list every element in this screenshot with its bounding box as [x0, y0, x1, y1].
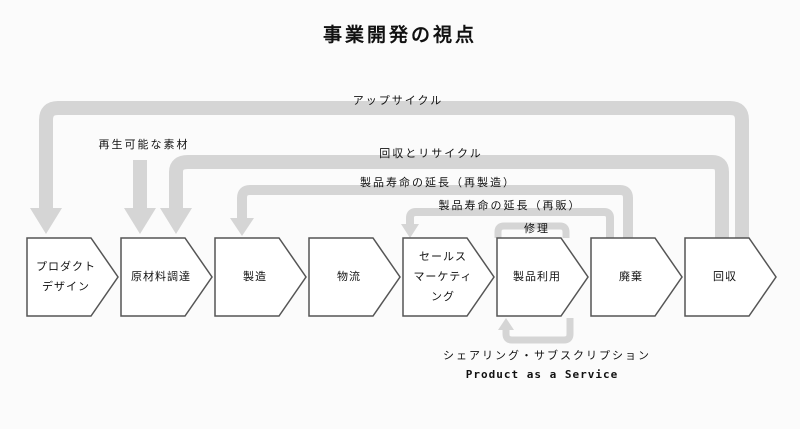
upcycle-label: アップサイクル	[352, 94, 444, 107]
sharing-label: シェアリング・サブスクリプション	[443, 349, 651, 362]
stage-raw-materials	[120, 237, 213, 317]
renewable-label: 再生可能な素材	[98, 138, 190, 151]
recycle-label: 回収とリサイクル	[379, 147, 483, 160]
remanufacture-label: 製品寿命の延長（再製造）	[360, 176, 516, 189]
recycle-loop-arrow	[169, 155, 729, 238]
stage-label-product-use: 製品利用	[513, 270, 561, 283]
resale-arrowhead	[401, 224, 419, 238]
stage-product-use	[496, 237, 589, 317]
repair-label: 修理	[524, 222, 550, 235]
resale-loop-arrow	[406, 208, 614, 238]
stage-label-manufacturing: 製造	[243, 270, 267, 283]
stage-sales-marketing	[402, 237, 495, 317]
page-title: 事業開発の視点	[322, 24, 477, 46]
upcycle-loop-arrow	[39, 101, 749, 238]
stage-label-disposal: 廃棄	[619, 270, 643, 283]
stage-logistics	[308, 237, 401, 317]
stage-product-design	[26, 237, 119, 317]
stage-manufacturing	[214, 237, 307, 317]
upcycle-arrowhead	[30, 208, 62, 234]
stage-label-sales-marketing: セールス マーケティ ング	[413, 250, 473, 303]
stage-label-collection: 回収	[713, 270, 737, 283]
sharing-arrowhead	[498, 318, 514, 330]
stage-label-raw-materials: 原材料調達	[131, 270, 191, 283]
renewable-arrowhead	[124, 208, 156, 234]
remanufacture-arrowhead	[230, 218, 254, 236]
stage-disposal	[590, 237, 683, 317]
stage-collection	[684, 237, 777, 317]
sharing-loop-arrow	[502, 318, 574, 344]
stage-label-logistics: 物流	[337, 270, 361, 283]
repair-loop	[494, 222, 570, 238]
recycle-arrowhead	[160, 208, 192, 234]
paas-label: Product as a Service	[465, 368, 619, 381]
stage-label-product-design: プロダクト デザイン	[36, 260, 96, 293]
resale-label: 製品寿命の延長（再販）	[438, 199, 582, 212]
remanufacture-loop-arrow	[237, 185, 633, 238]
